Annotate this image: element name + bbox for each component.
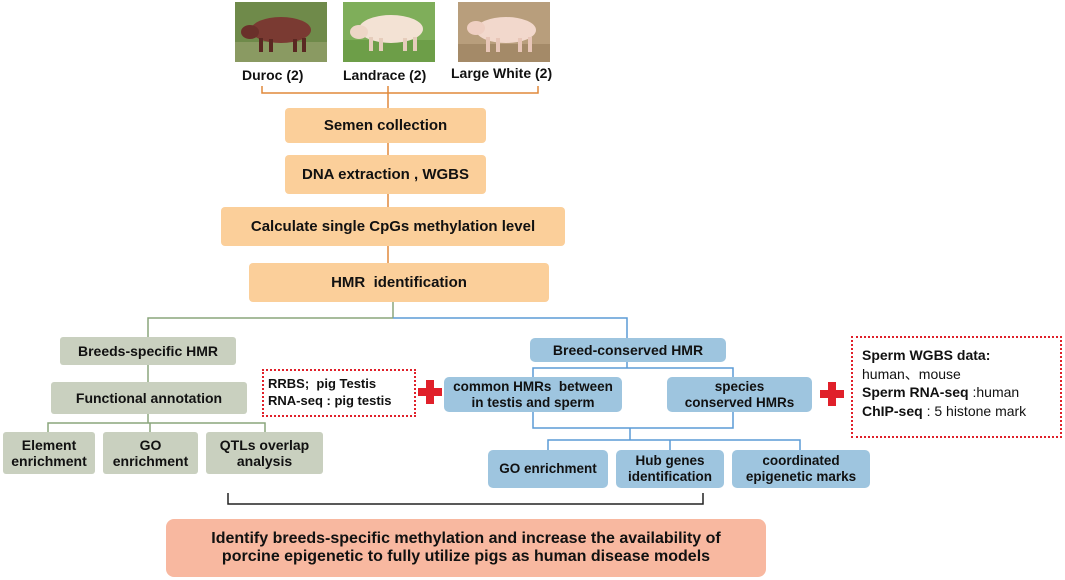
right-branch-line [393, 317, 628, 338]
plus-icon [418, 380, 442, 404]
breed-label-large-white: Large White (2) [451, 65, 553, 81]
functional-bracket-line [47, 422, 266, 432]
go-enrichment-right-box: GO enrichment [488, 450, 608, 488]
conclusion-box: Identify breeds-specific methylation and… [166, 519, 766, 577]
breed-label-landrace: Landrace (2) [343, 67, 427, 83]
dna-extraction-box: DNA extraction , WGBS [285, 155, 486, 194]
breed-conserved-hmr-box: Breed-conserved HMR [530, 338, 726, 362]
final-bracket-line [227, 493, 704, 505]
testis-data-note: RRBS; pig Testis RNA-seq : pig testis [262, 369, 416, 417]
hmr-identification-box: HMR identification [249, 263, 549, 302]
landrace-pig-image [343, 2, 435, 62]
semen-collection-box: Semen collection [285, 108, 486, 143]
left-branch-line [147, 317, 393, 337]
breeds-bracket-line [261, 86, 539, 94]
functional-annotation-box: Functional annotation [51, 382, 247, 414]
breed-label-duroc: Duroc (2) [242, 67, 304, 83]
analysis-bracket-line [547, 439, 801, 450]
duroc-pig-image [235, 2, 327, 62]
large-white-pig-image [458, 2, 550, 62]
conserved-bracket-line [532, 367, 734, 377]
external-data-note: Sperm WGBS data: human、mouse Sperm RNA-s… [851, 336, 1062, 438]
breeds-specific-hmr-box: Breeds-specific HMR [60, 337, 236, 365]
join-bracket-line [532, 412, 734, 429]
plus-icon [820, 382, 844, 406]
methylation-level-box: Calculate single CpGs methylation level [221, 207, 565, 246]
